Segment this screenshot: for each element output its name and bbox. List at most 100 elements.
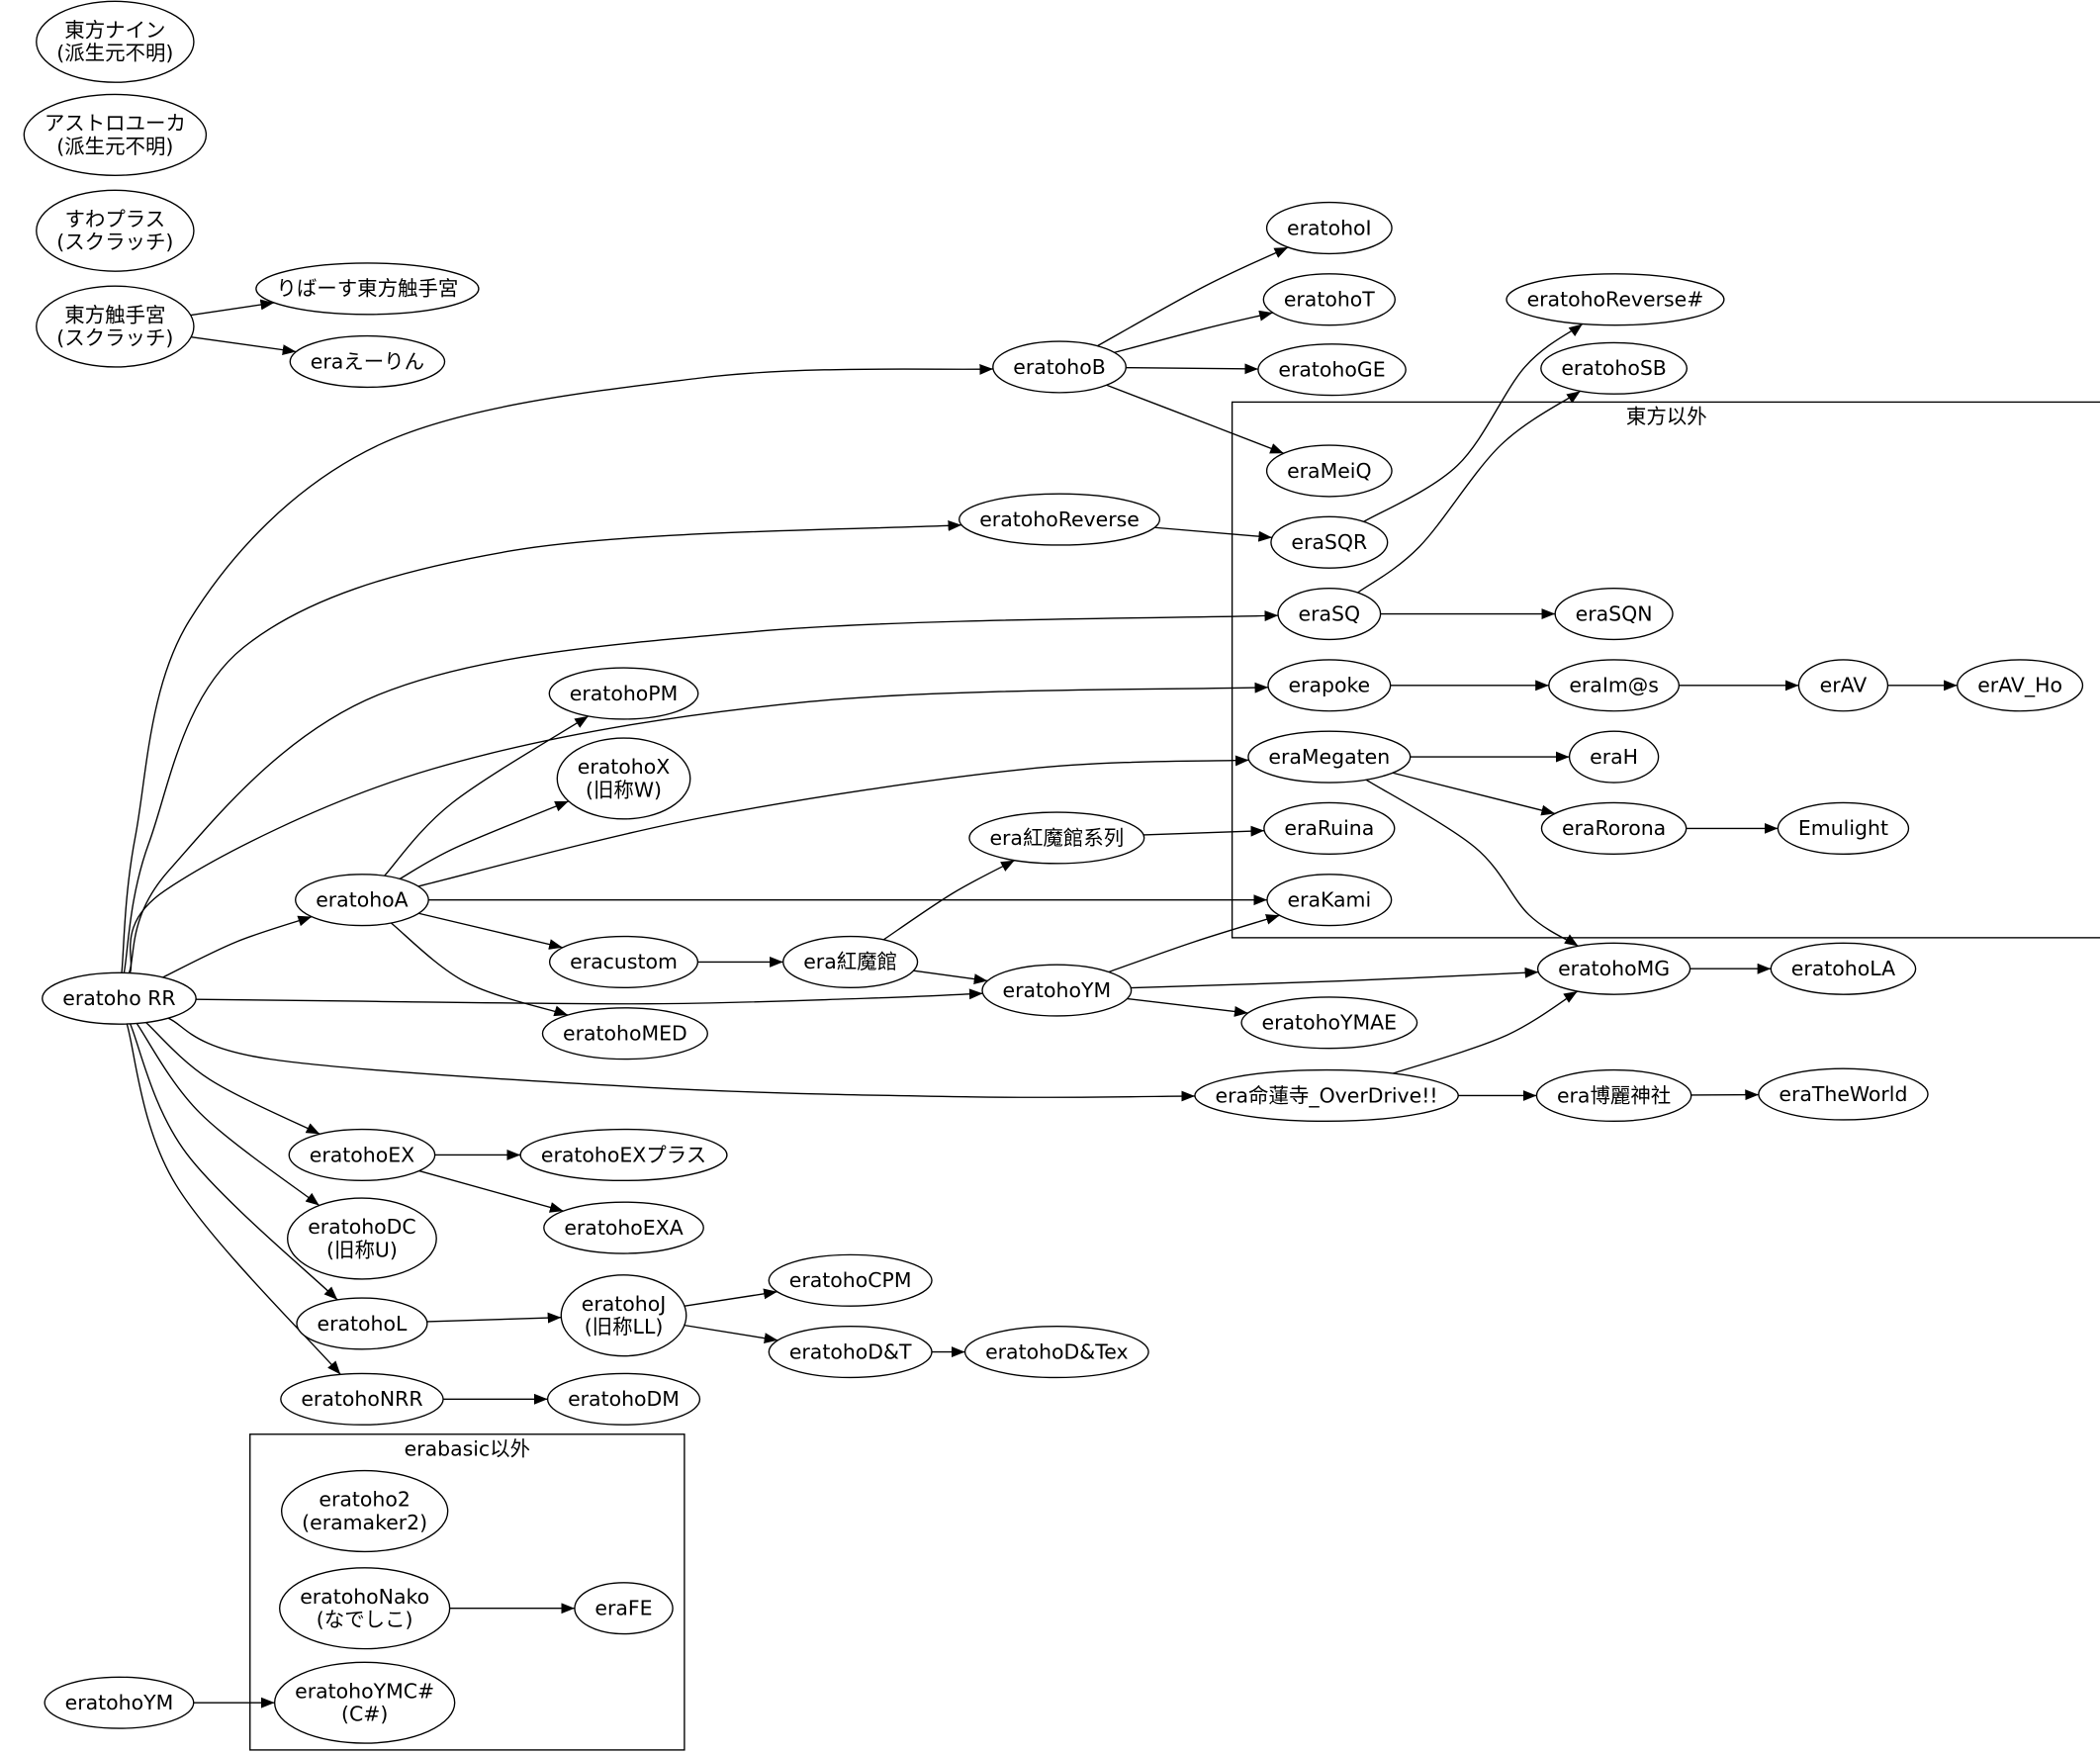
node-koma: era紅魔館 <box>782 935 919 989</box>
node-ymae-label: eratohoYMAE <box>1262 1011 1398 1035</box>
edge-shokushu-era-eirin <box>191 336 297 356</box>
node-reverse-shokushu: りばーす東方触手宮 <box>255 262 480 316</box>
node-dt-shape <box>768 1325 933 1379</box>
node-nako: eratohoNako(なでしこ) <box>279 1567 451 1650</box>
node-mg-shape <box>1536 942 1691 995</box>
node-kami-shape <box>1266 874 1393 927</box>
node-dc: eratohoDC(旧称U) <box>287 1197 437 1280</box>
node-era-eirin-label: eraえーりん <box>311 349 424 373</box>
edge-a-x <box>399 800 570 879</box>
node-av-ho-label: erAV_Ho <box>1977 674 2062 698</box>
node-shokushu: 東方触手宮(スクラッチ) <box>36 285 195 368</box>
edges-layer <box>121 246 1958 1708</box>
node-dtex-label: eratohoD&Tex <box>985 1339 1128 1363</box>
node-rr-label: eratoho RR <box>62 986 175 1010</box>
node-h: eraH <box>1568 730 1660 784</box>
node-ex: eratohoEX <box>288 1128 436 1182</box>
edge-a-megaten <box>417 755 1249 887</box>
node-reverse-shape <box>959 493 1161 546</box>
node-sqr: eraSQR <box>1270 515 1389 569</box>
node-era-eirin: eraえーりん <box>289 334 446 389</box>
node-cpm-label: eratohoCPM <box>789 1268 912 1292</box>
edge-b-meiq <box>1106 384 1285 454</box>
node-rorona-label: eraRorona <box>1562 816 1666 840</box>
node-custom: eracustom <box>548 935 699 989</box>
node-custom-label: eracustom <box>570 950 678 973</box>
node-av: erAV <box>1797 659 1889 712</box>
edge-rr-a <box>162 915 313 978</box>
node-l: eratohoL <box>296 1297 428 1350</box>
node-dt: eratohoD&T <box>768 1325 933 1379</box>
edge-ym-ymae <box>1127 997 1248 1017</box>
node-sb-shape <box>1540 341 1689 395</box>
node-cpm: eratohoCPM <box>768 1253 933 1307</box>
node-h-shape <box>1568 730 1660 784</box>
node-shokushu-shape <box>36 285 195 368</box>
node-rorona: eraRorona <box>1540 801 1688 855</box>
node-poke-label: erapoke <box>1288 674 1370 697</box>
cluster-touhou-igai-box <box>1231 401 2100 939</box>
node-rorona-shape <box>1540 801 1688 855</box>
node-koma-series-label: era紅魔館系列 <box>989 826 1124 850</box>
node-astro-yuka-shape <box>23 93 208 176</box>
node-cpm-shape <box>768 1253 933 1307</box>
node-suwa-plus-shape <box>36 189 195 272</box>
edge-shokushu-reverse-shokushu <box>190 299 275 317</box>
edge-ex-exa <box>418 1169 564 1213</box>
node-med: eratohoMED <box>541 1007 708 1061</box>
node-explus-label: eratohoEXプラス <box>541 1143 706 1166</box>
node-touhou-nine: 東方ナイン(派生元不明) <box>36 0 195 83</box>
node-dtex-shape <box>963 1325 1149 1379</box>
edge-b-ge <box>1126 363 1258 375</box>
node-l-shape <box>296 1297 428 1350</box>
node-eratoho2: eratoho2(eramaker2) <box>280 1469 449 1553</box>
edge-koma-series-ruina <box>1143 825 1265 837</box>
node-ym2: eratohoYM <box>44 1676 195 1729</box>
node-av-label: erAV <box>1820 674 1868 697</box>
node-megaten-shape <box>1247 730 1412 784</box>
node-reverse-label: eratohoReverse <box>979 508 1140 531</box>
node-nrr-label: eratohoNRR <box>301 1387 422 1411</box>
edge-rr-myoren <box>167 1017 1196 1102</box>
node-dm: eratohoDM <box>546 1372 701 1426</box>
edge-koma-koma-series <box>882 860 1016 941</box>
node-h-label: eraH <box>1590 745 1638 769</box>
node-b-shape <box>992 340 1127 394</box>
node-x: eratohoX(旧称W) <box>556 737 691 820</box>
node-t: eratohoT <box>1262 273 1396 326</box>
node-b-label: eratohoB <box>1013 355 1106 379</box>
node-dm-shape <box>546 1372 701 1426</box>
node-i-label: eratohoI <box>1287 216 1372 239</box>
node-theworld-shape <box>1758 1067 1929 1121</box>
node-reverse-sharp-label: eratohoReverse# <box>1527 288 1704 312</box>
node-x-shape <box>556 737 691 820</box>
node-sq-label: eraSQ <box>1299 601 1361 625</box>
node-astro-yuka-label: アストロユーカ(派生元不明) <box>45 112 186 158</box>
cluster-touhou-igai-label: 東方以外 <box>1626 405 1707 428</box>
cluster-erabasic-igai-label: erabasic以外 <box>405 1437 530 1461</box>
node-nako-shape <box>279 1567 451 1650</box>
node-l-label: eratohoL <box>318 1312 408 1336</box>
node-b: eratohoB <box>992 340 1127 394</box>
node-rr-shape <box>42 971 197 1025</box>
node-ge: eratohoGE <box>1257 343 1407 397</box>
node-kami-label: eraKami <box>1287 888 1371 912</box>
node-hakurei-shape <box>1535 1068 1692 1123</box>
node-ruina: eraRuina <box>1263 801 1396 855</box>
edge-reverse-sqr <box>1154 526 1273 542</box>
node-imas-label: eraIm@s <box>1569 674 1659 697</box>
node-i-shape <box>1265 201 1393 255</box>
node-imas-shape <box>1548 659 1681 712</box>
node-era-eirin-shape <box>289 334 446 389</box>
node-eratoho2-label: eratoho2(eramaker2) <box>302 1488 427 1534</box>
node-x-label: eratohoX(旧称W) <box>578 755 670 801</box>
node-sq: eraSQ <box>1277 587 1382 641</box>
node-poke-shape <box>1267 659 1392 712</box>
node-explus: eratohoEXプラス <box>519 1128 728 1182</box>
node-meiq-label: eraMeiQ <box>1287 459 1371 483</box>
node-imas: eraIm@s <box>1548 659 1681 712</box>
edge-rr-l <box>129 1023 338 1301</box>
clusters-layer: 東方以外 erabasic以外 <box>249 401 2100 1751</box>
node-la-shape <box>1770 942 1917 995</box>
